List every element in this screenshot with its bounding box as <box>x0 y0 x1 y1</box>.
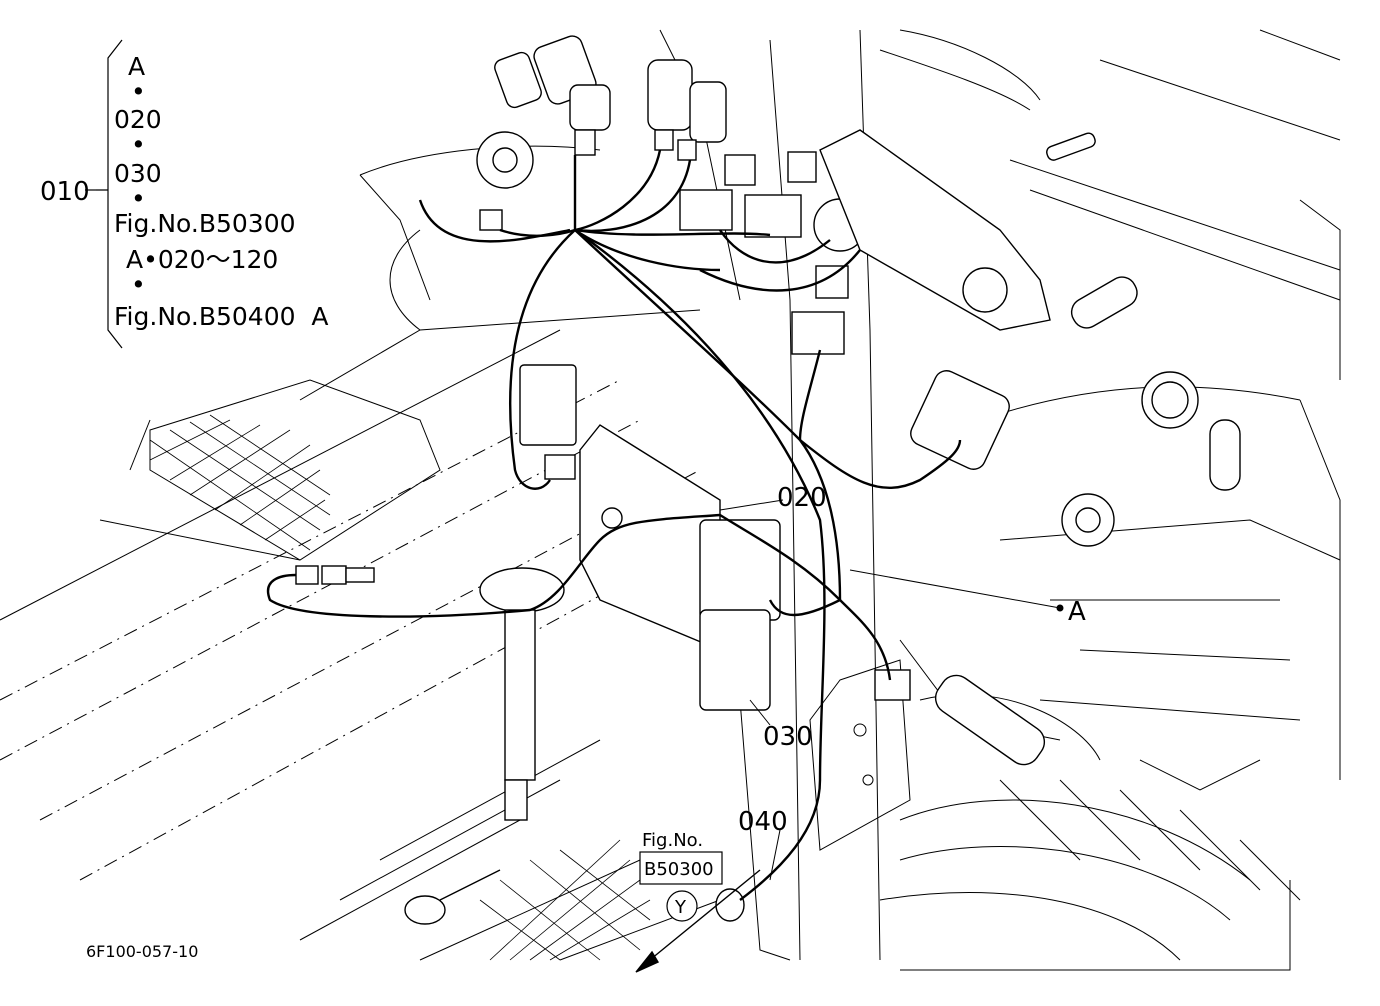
background-structure <box>0 29 1341 971</box>
callout-line-2: • <box>131 77 146 106</box>
figure-reference-circle-label: Y <box>674 897 687 918</box>
figure-reference-line2: B50300 <box>644 859 714 880</box>
point-label-a: A <box>1068 597 1086 627</box>
leader-lines <box>719 499 1064 881</box>
callout-line-10: Fig.No.B50400 A <box>114 302 329 331</box>
harness-wires <box>266 149 962 901</box>
callout-line-8: A•020～120 <box>126 245 278 274</box>
callout-line-6: • <box>131 184 146 213</box>
callout-line-3: 020 <box>114 105 162 134</box>
grille-left <box>149 414 331 551</box>
part-label-030: 030 <box>763 722 813 752</box>
grille-bottom <box>479 839 651 961</box>
fig-ref-arrow <box>635 869 761 973</box>
callout-line-5: 030 <box>114 159 162 188</box>
callout-line-4: • <box>131 130 146 159</box>
callout-bracket <box>85 39 123 349</box>
callout-line-1: A <box>128 52 145 81</box>
callout-parent-part: 010 <box>40 177 90 207</box>
part-label-040: 040 <box>738 807 788 837</box>
figure-reference-line1: Fig.No. <box>642 830 703 851</box>
figure-reference-box <box>639 851 723 885</box>
drawing-code: 6F100-057-10 <box>86 942 198 961</box>
callout-line-7: Fig.No.B50300 <box>114 209 296 238</box>
figure-reference[interactable]: Fig.No. B50300 Y <box>639 830 723 922</box>
part-label-020: 020 <box>777 483 827 513</box>
components <box>295 35 1241 925</box>
figure-reference-circle <box>666 890 698 922</box>
callout-line-9: • <box>131 270 146 299</box>
